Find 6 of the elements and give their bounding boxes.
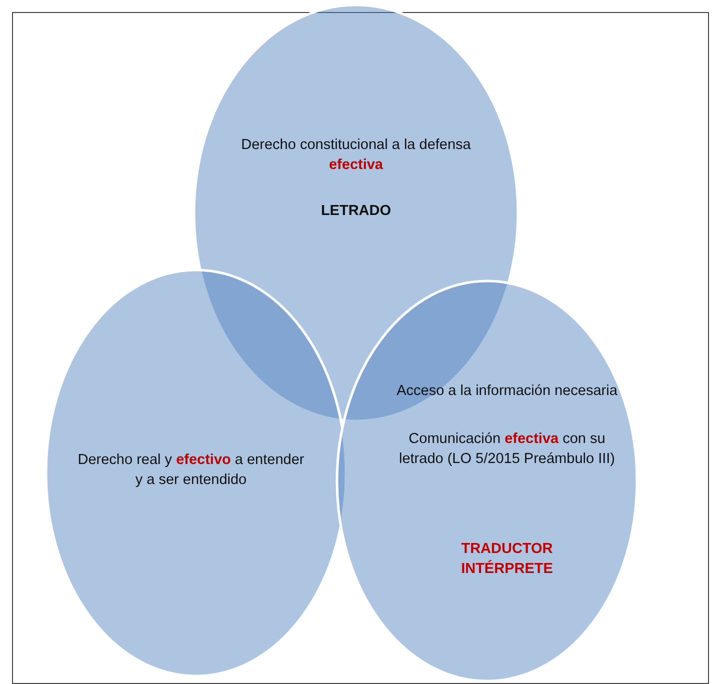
circle-text: Derecho constitucional a la defensa efectiva (240, 136, 472, 176)
circle-text: Comunicación efectiva con su letrado (LO 5/2015 Preámbulo III) (398, 430, 616, 470)
circle-text: LETRADO (320, 202, 392, 221)
circle-text: TRADUCTOR INTÉRPRETE (460, 540, 554, 580)
circle-text: Derecho real y efectivo a entender y a ser entendido (76, 451, 306, 490)
circle-text: Acceso a la información necesaria (396, 382, 618, 401)
